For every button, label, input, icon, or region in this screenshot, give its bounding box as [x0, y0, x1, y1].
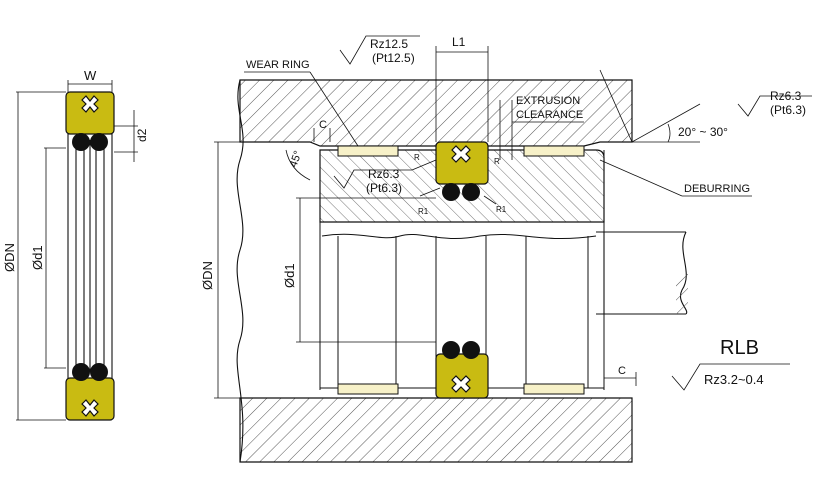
rod-end-hatch	[676, 274, 688, 314]
left-w-label: W	[84, 68, 97, 83]
right-d1-label: Ød1	[282, 263, 297, 288]
wear-ring-label: WEAR RING	[246, 59, 310, 71]
r1-right: R1	[496, 205, 507, 214]
left-d1-label: Ød1	[30, 245, 45, 270]
angle-range-label: 20° ~ 30°	[678, 125, 728, 139]
left-seal-top	[65, 91, 115, 151]
wear-ring-top-left	[337, 145, 399, 157]
clearance-label: CLEARANCE	[516, 109, 583, 121]
r1-left: R1	[418, 207, 429, 216]
left-seal-bottom	[65, 363, 115, 421]
left-dimensions	[16, 80, 138, 421]
left-d2-label: d2	[135, 128, 149, 142]
c-top-label: C	[319, 119, 327, 131]
rz125-label: Rz12.5	[370, 37, 408, 51]
c-bottom-label: C	[618, 365, 626, 377]
left-seal-view	[67, 100, 113, 410]
rz63-top-label: Rz6.3	[770, 89, 802, 103]
left-dn-label: ØDN	[2, 243, 17, 272]
pt125-label: (Pt12.5)	[372, 51, 415, 65]
break-line-left	[236, 79, 244, 463]
housing-bottom	[239, 397, 633, 463]
deg45-label: 45°	[288, 149, 305, 169]
l1-label: L1	[452, 35, 466, 49]
wear-ring-bottom-left	[337, 383, 399, 395]
rz-bottom-label: Rz3.2~0.4	[704, 372, 764, 387]
r-small-left: R	[414, 153, 420, 162]
wear-ring-top-right	[523, 145, 585, 157]
pt63-mid-label: (Pt6.3)	[366, 181, 402, 195]
rz63-mid-label: Rz6.3	[368, 167, 400, 181]
r-small-right: R	[494, 157, 500, 166]
piston-rod	[596, 231, 688, 315]
right-dn-label: ØDN	[200, 261, 215, 290]
right-dimensions	[214, 35, 812, 399]
deburring-label: DEBURRING	[684, 183, 750, 195]
pt63-top-label: (Pt6.3)	[770, 103, 806, 117]
title-rlb: RLB	[720, 337, 759, 359]
wear-ring-bottom-right	[523, 383, 585, 395]
extrusion-label: EXTRUSION	[516, 95, 580, 107]
seal-top	[435, 141, 489, 201]
seal-bottom	[435, 341, 489, 399]
